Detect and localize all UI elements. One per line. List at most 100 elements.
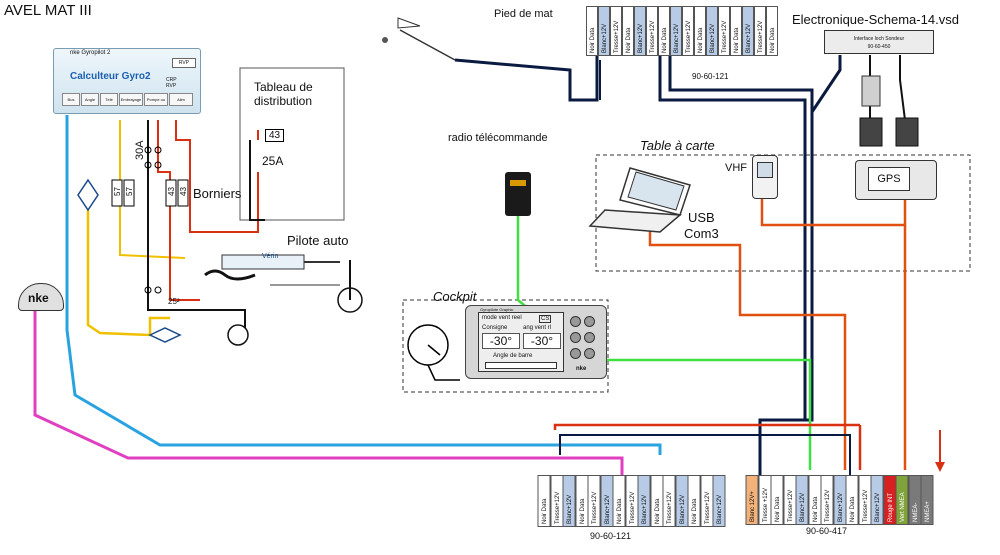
connector-cell: Tresse+12V bbox=[550, 475, 563, 527]
disp-label-d: Angle de barre bbox=[493, 353, 533, 359]
disp-key-4[interactable] bbox=[584, 332, 595, 343]
usb-label: USB bbox=[688, 210, 715, 225]
connector-cell: NMEA- bbox=[908, 475, 921, 525]
file-name: Electronique-Schema-14.vsd bbox=[792, 12, 959, 27]
bornier-43b: 43 bbox=[178, 187, 188, 196]
gyro-btn-embrayage: Embrayage bbox=[119, 93, 143, 106]
gps-screen: GPS bbox=[868, 167, 910, 191]
orange-wire-2 bbox=[760, 195, 907, 227]
connector-cell: Noir Data bbox=[808, 475, 821, 525]
radio-brand-tag bbox=[510, 180, 526, 186]
cockpit-label: Cockpit bbox=[433, 289, 477, 304]
disp-header: Gyropilote Graphic bbox=[480, 307, 514, 312]
rudder-bar bbox=[485, 362, 557, 369]
bornier-43a: 43 bbox=[166, 187, 176, 196]
diagram-title: AVEL MAT III bbox=[4, 2, 92, 19]
tableau-label-1: Tableau de bbox=[254, 80, 313, 94]
connector-cell: Blanc+12V bbox=[706, 6, 718, 56]
cockpit-frame bbox=[402, 299, 609, 393]
cyan-wire bbox=[65, 115, 560, 447]
iface-wire bbox=[810, 55, 842, 420]
connector-cell: Noir Data bbox=[846, 475, 859, 525]
disp-key-2[interactable] bbox=[584, 316, 595, 327]
connector-cell: Blanc+12V bbox=[600, 475, 613, 527]
connector-cell: Rouge INT bbox=[883, 475, 896, 525]
disp-label-c: ang vent rl bbox=[523, 325, 552, 331]
interface-loch-sondeur: Interface loch Sondeur 90-60-450 bbox=[824, 30, 934, 54]
connector-cell: Noir Data bbox=[538, 475, 551, 527]
radio-label: radio télécommande bbox=[448, 132, 548, 144]
iface-line1: Interface loch Sondeur bbox=[853, 36, 905, 42]
connector-cell: Noir Data bbox=[688, 475, 701, 527]
gyro-btn-angle: Angle barre bbox=[81, 93, 99, 106]
connector-cell: Noir Data bbox=[766, 6, 778, 56]
connector-cell: Tresse+12V bbox=[682, 6, 694, 56]
connector-cell: Tresse+12V bbox=[718, 6, 730, 56]
disp-key-3[interactable] bbox=[570, 332, 581, 343]
connector-cell: Tresse+12V bbox=[625, 475, 638, 527]
diamond-1 bbox=[77, 178, 99, 212]
connector-cell: Blanc+12V bbox=[670, 6, 682, 56]
disp-label-b: Consigne bbox=[482, 325, 508, 331]
pilote-auto-label: Pilote auto bbox=[287, 233, 349, 248]
disp-key-5[interactable] bbox=[570, 348, 581, 359]
connector-cell: Blanc+12V bbox=[871, 475, 884, 525]
fuse-30a-label: 30A bbox=[134, 140, 146, 160]
black-wire-2 bbox=[249, 140, 265, 221]
connector-cell: Blanc+12V bbox=[598, 6, 610, 56]
bornier-57b: 57 bbox=[124, 187, 134, 196]
ref-bottom-left-label: 90-60-121 bbox=[590, 531, 632, 541]
box-43-label: 43 bbox=[265, 129, 285, 142]
gps-device: GPS bbox=[855, 160, 937, 200]
connector-cell: Blanc+12V bbox=[638, 475, 651, 527]
connector-cell: Tresse+12V bbox=[588, 475, 601, 527]
vhf-label: VHF bbox=[725, 162, 747, 174]
mast-wire-1 bbox=[454, 55, 599, 102]
connector-cell: Blanc 12V+ bbox=[746, 475, 759, 525]
connector-cell: Blanc+12V bbox=[563, 475, 576, 527]
yellow-wire bbox=[86, 210, 170, 337]
connector-cell: Tresse+12V bbox=[821, 475, 834, 525]
tableau-label-2: distribution bbox=[254, 94, 313, 108]
diamond-2 bbox=[148, 327, 182, 343]
connector-cell: Noir Data bbox=[730, 6, 742, 56]
gyro-header: nke Gyropilot 2 bbox=[70, 50, 111, 56]
black-wire-1 bbox=[147, 120, 246, 330]
gyro-rvp-small: RVP bbox=[166, 83, 177, 89]
fuse-25a-label: 25A bbox=[262, 154, 284, 168]
gyro-crp: CRP RVP bbox=[166, 77, 177, 89]
pied-de-mat-label: Pied de mat bbox=[494, 8, 553, 20]
bus-black-low bbox=[559, 434, 851, 475]
gyro-crp-text: CRP bbox=[166, 77, 177, 83]
connector-cell: Noir Data bbox=[650, 475, 663, 527]
ref-top-label: 90-60-121 bbox=[692, 72, 729, 81]
gyro-btn-pompe: Pompe ou vérin bbox=[144, 93, 168, 106]
disp-value-a: -30° bbox=[482, 333, 520, 349]
connector-cell: Tresse+12V bbox=[663, 475, 676, 527]
connector-cell: Noir Data bbox=[575, 475, 588, 527]
sensor-2 bbox=[859, 117, 883, 147]
radio-remote bbox=[505, 172, 531, 216]
disp-key-6[interactable] bbox=[584, 348, 595, 359]
connector-cell: Tresse +12V bbox=[758, 475, 771, 525]
cockpit-display: Gyropilote Graphic mode vent reel CS Con… bbox=[465, 305, 607, 379]
connector-cell: Tresse+12V bbox=[646, 6, 658, 56]
com3-label: Com3 bbox=[684, 226, 719, 241]
vhf-device bbox=[752, 155, 778, 199]
connector-cell: Noir Data bbox=[613, 475, 626, 527]
connector-cell: Blanc+12V bbox=[833, 475, 846, 525]
connector-cell: Tresse+12V bbox=[754, 6, 766, 56]
connector-cell: Noir Data bbox=[771, 475, 784, 525]
red-wire-1 bbox=[157, 120, 200, 301]
gyro-btn-bus: Bus bbox=[62, 93, 80, 106]
disp-key-1[interactable] bbox=[570, 316, 581, 327]
disp-value-b: -30° bbox=[523, 333, 561, 349]
connector-cell: Noir Data bbox=[658, 6, 670, 56]
gyro-computer: nke Gyropilot 2 RVP Calculteur Gyro2 CRP… bbox=[53, 48, 201, 114]
nke-label: nke bbox=[28, 291, 49, 305]
mast-wire-2 bbox=[658, 55, 807, 480]
connector-cell: Tresse+12V bbox=[700, 475, 713, 527]
connector-cell: Noir Data bbox=[586, 6, 598, 56]
cyan-wire-end bbox=[560, 443, 662, 455]
